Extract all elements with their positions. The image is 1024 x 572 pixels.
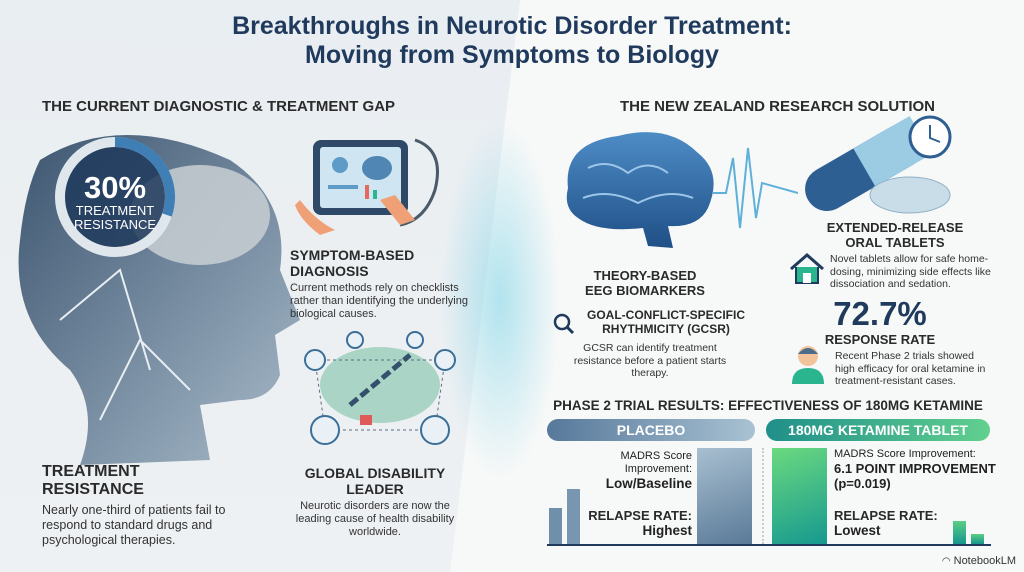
ketamine-small-bar-2 — [971, 534, 984, 544]
global-network-icon — [304, 331, 456, 445]
trial-bar-area — [547, 440, 991, 546]
treatment-resistance-block: TREATMENT RESISTANCE Nearly one-third of… — [42, 463, 226, 547]
tablets-description: Novel tablets allow for safe home-dosing… — [830, 253, 991, 290]
home-icon — [790, 253, 824, 284]
ketamine-relapse-text: RELAPSE RATE: Lowest — [834, 508, 938, 538]
ketamine-madrs-text: MADRS Score Improvement: 6.1 POINT IMPRO… — [834, 448, 996, 491]
brain-eeg-icon — [566, 132, 798, 248]
placebo-label: PLACEBO — [547, 419, 755, 441]
placebo-madrs-bar — [697, 448, 752, 544]
right-section-header: THE NEW ZEALAND RESEARCH SOLUTION — [620, 98, 935, 115]
response-rate-value: 72.7% — [833, 295, 927, 332]
ketamine-label: 180MG KETAMINE TABLET — [766, 419, 990, 441]
divider-glow — [440, 120, 560, 480]
notebooklm-brand: ◠NotebookLM — [941, 555, 1016, 567]
eeg-biomarkers-title: THEORY-BASED EEG BIOMARKERS — [585, 268, 705, 298]
trial-header: PHASE 2 TRIAL RESULTS: EFFECTIVENESS OF … — [553, 398, 983, 413]
gcsr-title: GOAL-CONFLICT-SPECIFIC RHYTHMICITY (GCSR… — [587, 308, 745, 336]
response-description: Recent Phase 2 trials showed high effica… — [835, 350, 986, 387]
global-disability-block: GLOBAL DISABILITY LEADER Neurotic disord… — [295, 465, 455, 538]
notebooklm-logo-icon: ◠ — [941, 555, 951, 567]
ketamine-madrs-bar — [772, 448, 827, 544]
placebo-relapse-text: RELAPSE RATE: Highest — [588, 508, 692, 538]
placebo-madrs-text: MADRS Score Improvement: Low/Baseline — [605, 450, 692, 491]
tablet-diagnosis-icon — [295, 138, 439, 235]
symptom-diagnosis-block: SYMPTOM-BASED DIAGNOSIS Current methods … — [290, 247, 468, 320]
treatment-resistance-ring — [55, 137, 176, 257]
search-icon — [553, 313, 575, 335]
ketamine-small-bar-1 — [953, 521, 966, 544]
placebo-small-bar-2 — [567, 489, 580, 544]
left-section-header: THE CURRENT DIAGNOSTIC & TREATMENT GAP — [42, 98, 396, 115]
patient-avatar-icon — [792, 346, 824, 384]
stat-30-percent: 30% TREATMENT RESISTANCE — [73, 170, 157, 232]
gcsr-description: GCSR can identify treatment resistance b… — [573, 342, 727, 379]
pill-clock-icon — [805, 115, 952, 214]
trial-divider — [762, 448, 764, 544]
tablets-title: EXTENDED-RELEASE ORAL TABLETS — [826, 220, 964, 250]
page-title: Breakthroughs in Neurotic Disorder Treat… — [232, 12, 792, 69]
response-rate-label: RESPONSE RATE — [824, 332, 936, 347]
placebo-small-bar-1 — [549, 508, 562, 544]
